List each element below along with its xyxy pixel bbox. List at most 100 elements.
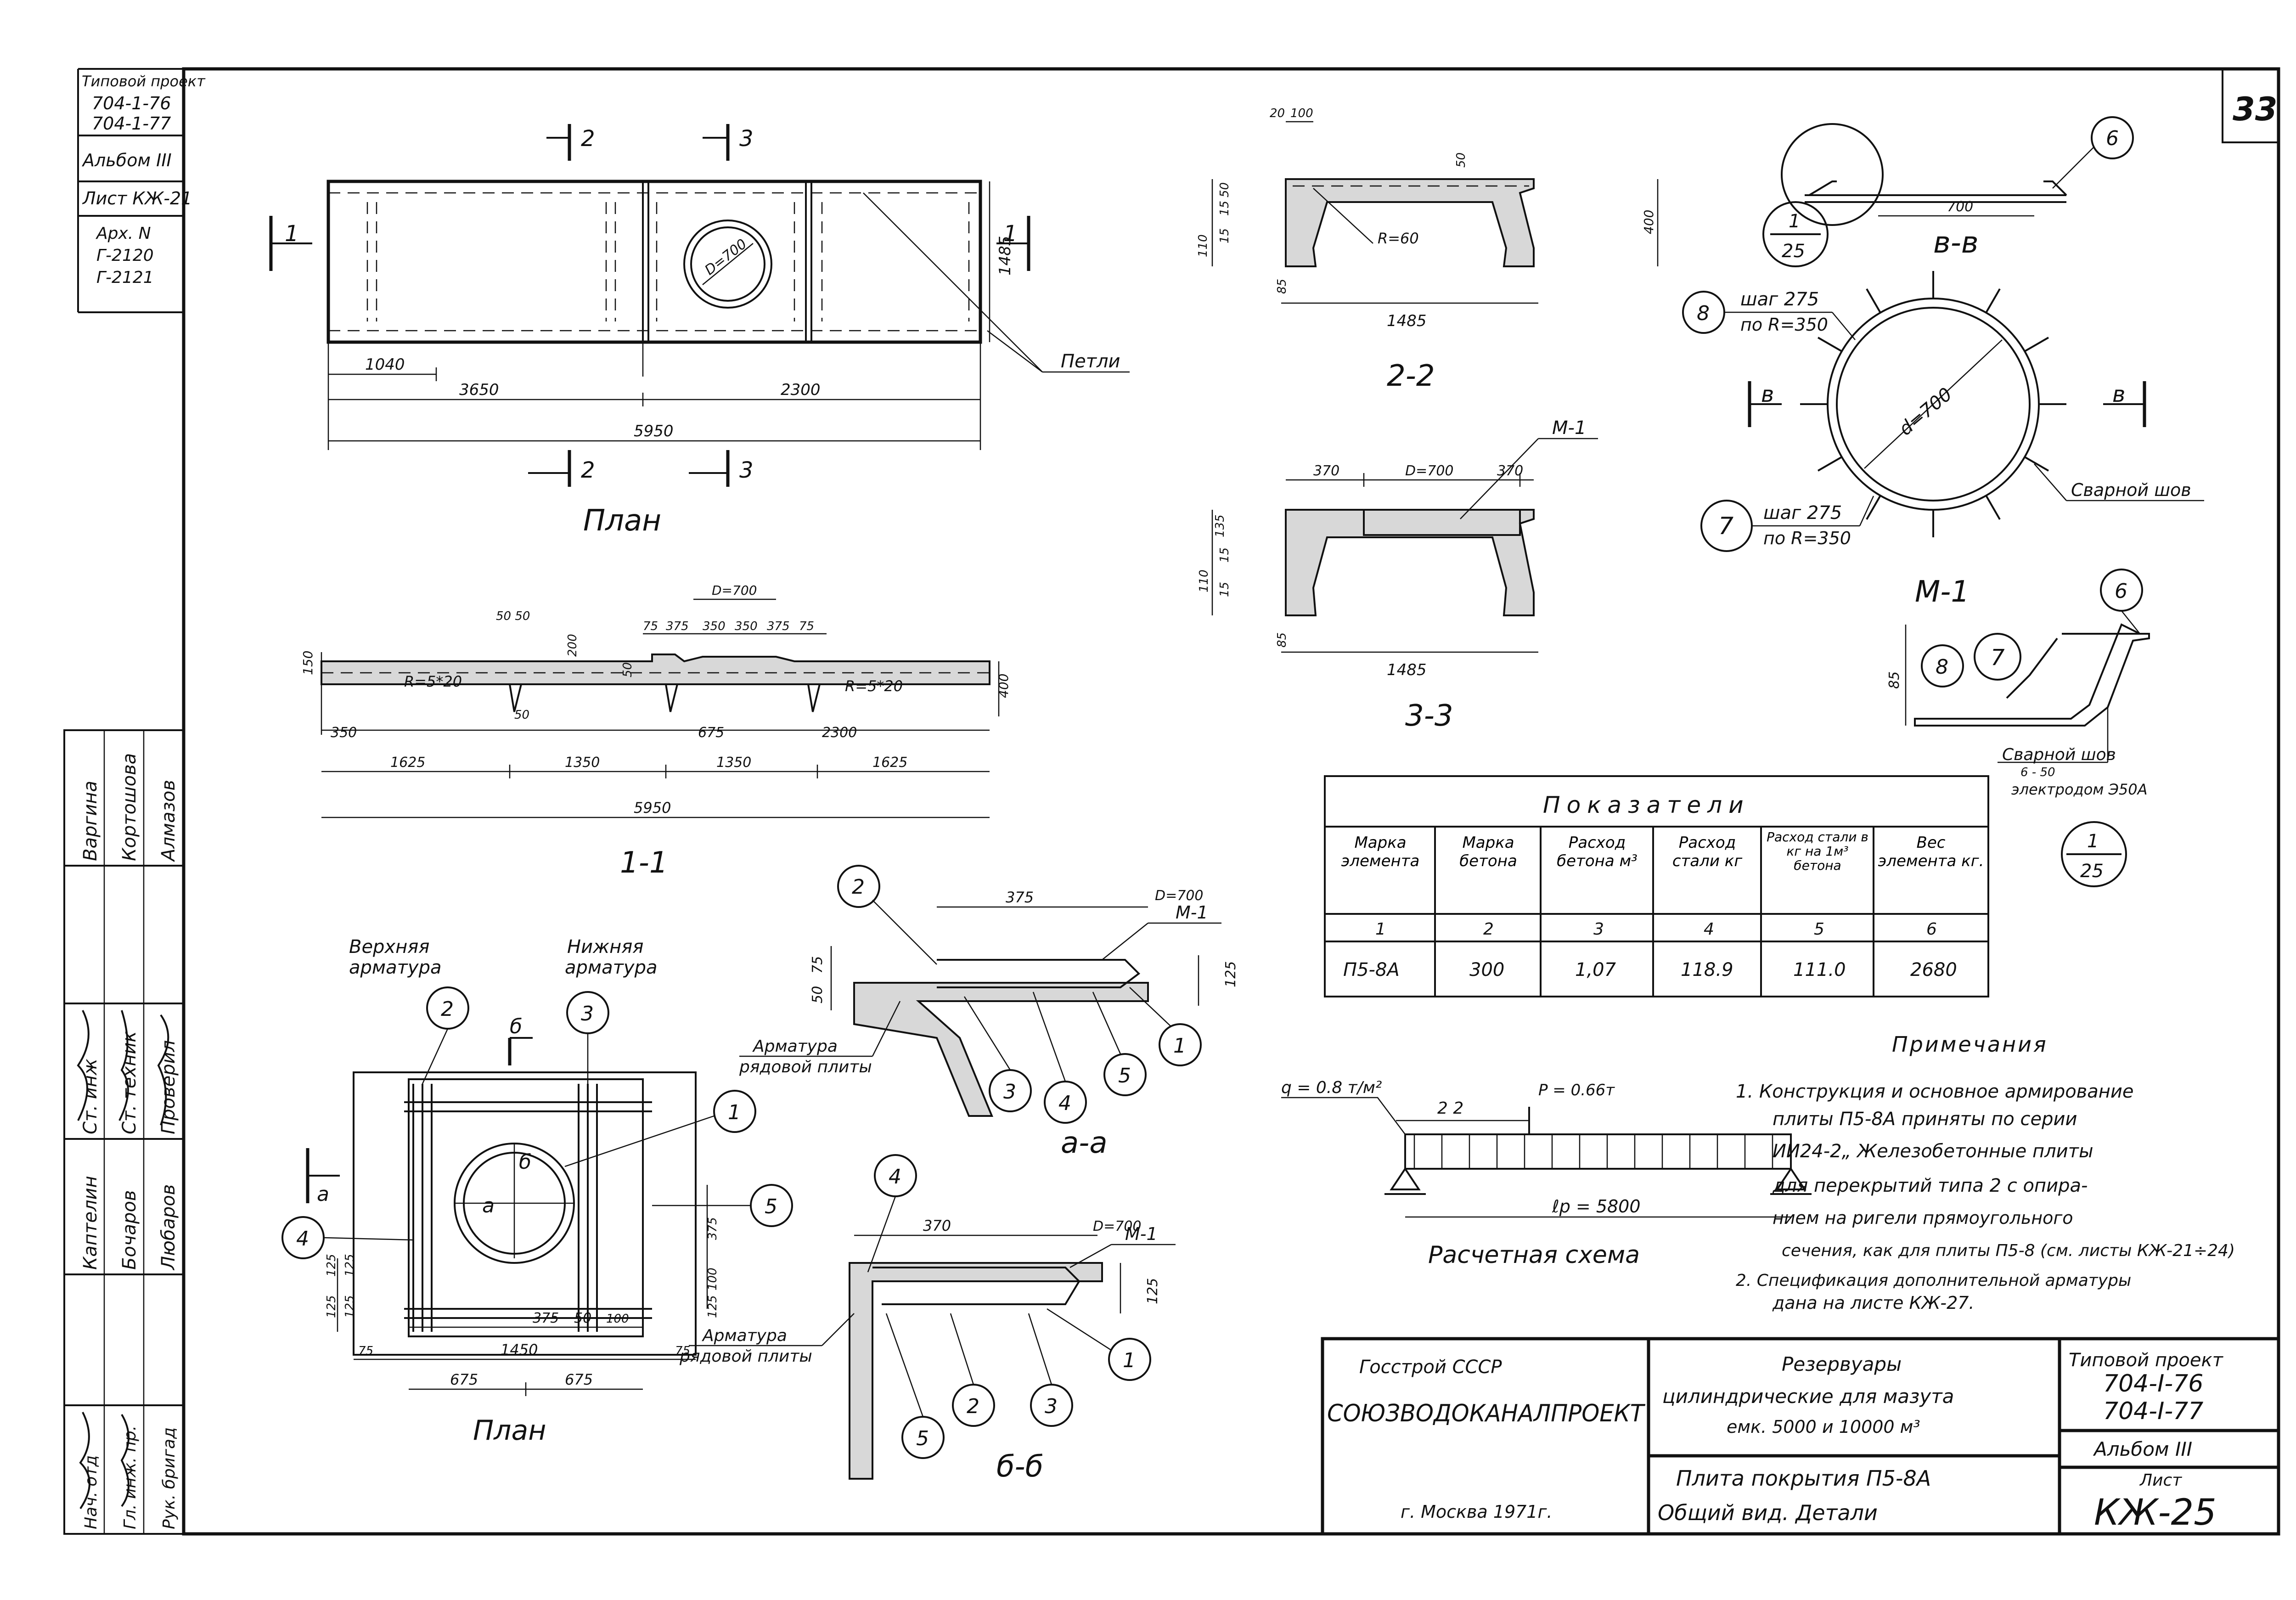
pd-upper-label-1: Верхняя [349,936,429,958]
col-num-3: 3 [1593,920,1604,939]
aa-mark-4: 4 [1058,1092,1071,1115]
indicators-title: Показатели [1543,792,1750,818]
plan-cut-1-right: 1 [1003,221,1018,247]
aa-callout-1: Арматура [752,1037,838,1056]
s11-dim-1625b: 1625 [872,755,907,771]
aa-m1: M-1 [1176,902,1208,923]
bb-dim-370: 370 [923,1217,951,1234]
s22-dim-20: 20 [1270,107,1285,120]
sig-role-6: Проверил [158,1040,179,1134]
s11-dim-1350a: 1350 [565,755,600,771]
s22-dim-15b: 15 [1218,228,1232,243]
pd-dim-675a: 675 [450,1371,478,1388]
tb-album: Альбом III [2093,1438,2192,1460]
m1s-weld-2: 6 - 50 [2020,766,2055,779]
design-scheme: P = 0.66т 2 2 q = 0.8 т/м² ℓр = 5800 Рас… [1281,1078,1812,1269]
plan-cut-3-bottom: 3 [739,457,754,483]
col-num-1: 1 [1375,920,1386,939]
plan-dim-d: D=700 [702,236,750,279]
notes-line-1: 1. Конструкция и основное армирование [1736,1081,2134,1102]
sheet-frame: 33 [182,67,2280,1536]
s11-r-left: R=5*20 [404,673,462,690]
m1s-weld-3: электродом Э50А [2011,781,2148,798]
tb-sheet-label: Лист [2139,1471,2182,1490]
m1-title: М-1 [1915,575,1970,609]
s33-dim-1485: 1485 [1387,661,1427,679]
tb-sheet-code: КЖ-25 [2094,1492,2217,1533]
plan-dim-3650: 3650 [459,381,499,399]
indicators-header-5: Расход стали в кг на 1м³ бетона [1767,830,1868,873]
row-concrete-use: 1,07 [1575,959,1616,980]
s33-dim-15b: 15 [1218,582,1232,597]
s33-dim-135: 135 [1213,514,1227,537]
s33-m1: M-1 [1552,417,1586,439]
plan-loops-callout: Петли [1061,351,1120,372]
indicators-header-1: Марка элемента [1341,834,1420,870]
m1s-mark-6: 6 [2115,580,2127,603]
row-steel-use: 118.9 [1681,959,1733,980]
row-steel-per-m3: 111.0 [1793,959,1846,980]
tb-project-label: Типовой проект [2069,1350,2224,1371]
plan-cut-2-top: 2 [581,126,595,152]
col-num-5: 5 [1814,920,1824,939]
m1-callout-8-l1: шаг 275 [1740,289,1819,310]
s22-title: 2-2 [1387,359,1435,393]
sig-name-4: Каптелин [80,1176,101,1270]
bb-mark-5: 5 [916,1427,929,1450]
s11-dim-150: 150 [300,651,315,675]
row-element: П5-8А [1343,959,1400,980]
bb-callout-1: Арматура [702,1326,787,1345]
s33-dim-110: 110 [1197,569,1211,592]
bb-mark-4: 4 [889,1165,901,1189]
section-3-3: 370 D=700 370 M-1 135 110 15 15 85 1485 … [1197,417,1598,733]
s11-dim-675: 675 [698,725,724,741]
pd-dim-75b: 75 [675,1344,690,1358]
aa-dim-125: 125 [1223,961,1239,987]
m1-mark-8: 8 [1697,302,1710,325]
detail-m1-ring: d=700 в в 8 шаг 275 по R=350 7 шаг 275 п… [1682,271,2204,609]
s33-dim-15a: 15 [1218,547,1232,563]
aa-dim-75: 75 [810,956,826,974]
tb-org-1: Госстрой СССР [1359,1357,1502,1378]
pd-mark-5: 5 [765,1195,777,1218]
bb-title: б-б [996,1450,1043,1484]
indicators-table[interactable]: Показатели Марка элемента Марка бетона Р… [1324,775,1989,997]
s22-dim-50b: 50 [1218,182,1232,197]
s11-dim-50b: 50 [514,708,529,722]
s22-dim-1485: 1485 [1387,312,1427,330]
side-sheet: Лист КЖ-21 [82,188,192,208]
sig-name-3: Алмазов [158,780,179,862]
vv-scale-num: 1 [1789,211,1800,232]
bb-mark-2: 2 [967,1395,979,1418]
notes-title: Примечания [1892,1032,2048,1057]
notes-line-4: для перекрытий типа 2 с опира- [1772,1175,2088,1196]
sig-name-6: Любаров [158,1184,179,1271]
s11-dim-400: 400 [996,674,1011,698]
sig-role-4: Ст. инж [80,1059,101,1134]
aa-dim-50: 50 [810,986,826,1003]
m1-weld: Сварной шов [2071,480,2191,500]
pd-mark-3: 3 [581,1002,594,1025]
s11-dim-350a: 350 [703,620,726,633]
col-num-2: 2 [1483,920,1494,939]
pd-cut-a-left: а [317,1183,329,1206]
notes-line-8: дана на листе КЖ-27. [1772,1293,1975,1313]
side-project-code-2: 704-1-77 [92,113,171,134]
s33-dim-85: 85 [1275,632,1289,648]
aa-dim-375: 375 [1006,889,1034,906]
side-stamp: Типовой проект 704-1-76 704-1-77 Альбом … [77,68,206,313]
s22-dim-15a: 15 [1218,201,1232,216]
aa-mark-3: 3 [1003,1080,1016,1104]
col-num-4: 4 [1704,920,1714,939]
pd-dim-1450: 1450 [501,1341,538,1358]
s11-dim-50-50: 50 50 [496,609,530,623]
side-project-code-1: 704-1-76 [92,93,171,113]
s22-dim-100: 100 [1290,107,1313,120]
scheme-load-p: P = 0.66т [1538,1081,1615,1099]
s11-dim-2300: 2300 [822,725,857,741]
sig-name-2: Кортошова [119,753,140,861]
section-2-2: 20 100 50 110 50 15 15 R=60 400 85 1485 … [1196,107,1659,393]
vv-dim-700: 700 [1947,199,1973,215]
notes-line-5: нием на ригели прямоугольного [1773,1208,2073,1228]
m1-cut-right: в [2112,382,2125,407]
